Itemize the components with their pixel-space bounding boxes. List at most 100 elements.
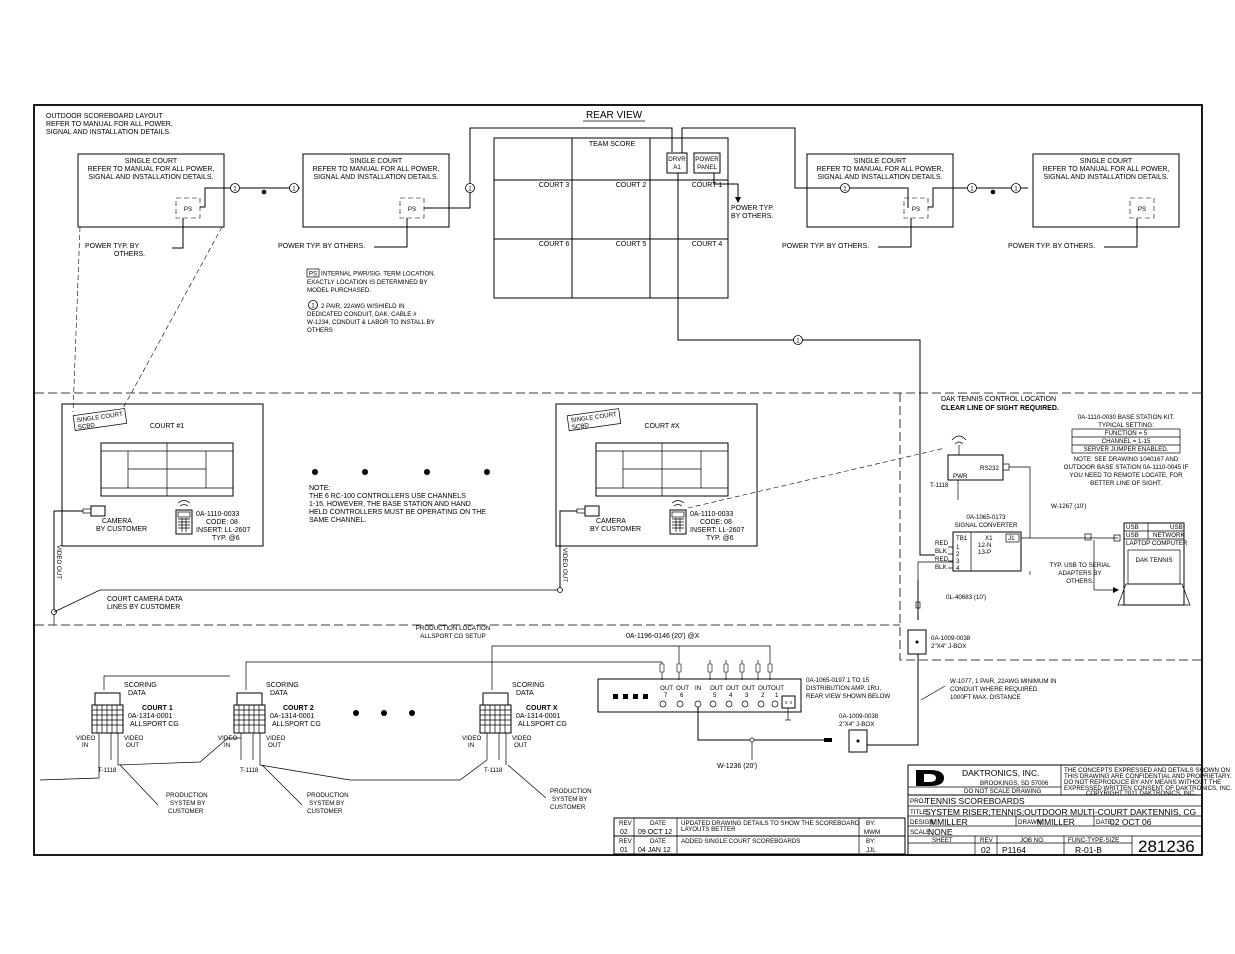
svg-text:USB: USB <box>1126 532 1139 539</box>
svg-text:SYSTEM RISER;TENNIS;OUTDOOR MU: SYSTEM RISER;TENNIS;OUTDOOR MULTI-COURT … <box>925 807 1196 817</box>
svg-text:BY CUSTOMER: BY CUSTOMER <box>590 526 641 533</box>
svg-text:PRODUCTION LOCATION: PRODUCTION LOCATION <box>416 625 490 632</box>
svg-text:IN: IN <box>224 742 230 749</box>
svg-text:USB: USB <box>1170 524 1183 531</box>
cable-tag-1 <box>1011 183 1021 193</box>
svg-text:JOB NO.: JOB NO. <box>1020 837 1045 844</box>
svg-text:CUSTOMER: CUSTOMER <box>307 808 343 815</box>
svg-text:BROOKINGS, SD 57006: BROOKINGS, SD 57006 <box>980 780 1049 787</box>
svg-text:PS: PS <box>912 206 920 213</box>
svg-text:DATE:: DATE: <box>1096 819 1114 826</box>
svg-text:TYP. @6: TYP. @6 <box>706 535 734 542</box>
svg-text:SINGLE COURT: SINGLE COURT <box>854 158 907 165</box>
svg-text:OUT: OUT <box>742 685 755 692</box>
single-court-scoreboard-2: SINGLE COURT REFER TO MANUAL FOR ALL POW… <box>278 153 450 250</box>
svg-text:CUSTOMER: CUSTOMER <box>168 808 204 815</box>
svg-text:BETTER LINE OF SIGHT.: BETTER LINE OF SIGHT. <box>1090 480 1162 487</box>
svg-text:T-1118: T-1118 <box>240 767 259 774</box>
rear-view-label: REAR VIEW <box>586 110 643 121</box>
svg-text:OUTDOOR SCOREBOARD LAYOUT: OUTDOOR SCOREBOARD LAYOUT <box>46 113 164 120</box>
svg-text:VIDEO OUT: VIDEO OUT <box>561 548 568 582</box>
svg-text:REFER TO MANUAL FOR ALL POWER,: REFER TO MANUAL FOR ALL POWER, <box>1043 166 1170 173</box>
svg-text:PRODUCTION: PRODUCTION <box>550 788 592 795</box>
svg-text:1000FT MAX. DISTANCE: 1000FT MAX. DISTANCE <box>950 694 1021 701</box>
svg-text:0A-1110-0033: 0A-1110-0033 <box>690 511 733 518</box>
svg-text:1: 1 <box>468 186 472 193</box>
leader-line <box>72 226 81 413</box>
svg-text:IN: IN <box>82 742 88 749</box>
svg-text:REFER TO MANUAL FOR ALL POWER,: REFER TO MANUAL FOR ALL POWER, <box>313 166 440 173</box>
svg-text:REV: REV <box>980 837 994 844</box>
cable-tag-1 <box>967 183 977 193</box>
svg-text:BY:: BY: <box>866 820 876 827</box>
svg-text:0A-1065-0197 1 TO 15: 0A-1065-0197 1 TO 15 <box>806 677 870 684</box>
distribution-amp <box>597 678 802 713</box>
signal-cable <box>200 187 300 208</box>
svg-text:0A-1196-0146 (20') @X: 0A-1196-0146 (20') @X <box>626 633 700 640</box>
svg-text:PROJ:: PROJ: <box>910 798 929 805</box>
svg-text:POWER TYP.: POWER TYP. <box>731 205 774 212</box>
svg-text:0A-1009-0038: 0A-1009-0038 <box>931 635 971 642</box>
svg-text:REFER TO MANUAL FOR ALL POWER,: REFER TO MANUAL FOR ALL POWER, <box>88 166 215 173</box>
cable-tag-1 <box>465 183 475 193</box>
svg-text:DO NOT REPRODUCE BY ANY MEANS: DO NOT REPRODUCE BY ANY MEANS WITHOUT TH… <box>1064 779 1221 786</box>
svg-text:TENNIS SCOREBOARDS: TENNIS SCOREBOARDS <box>925 796 1025 806</box>
court-1-unit: SINGLE COURT SCBD COURT #1 CAMERA BY CUS… <box>61 403 264 547</box>
rf-line-of-sight <box>687 447 946 509</box>
svg-text:2: 2 <box>761 692 765 699</box>
video-out-line <box>559 510 577 588</box>
svg-text:0A-1110-0033: 0A-1110-0033 <box>196 511 239 518</box>
svg-text:REFER TO MANUAL FOR ALL POWER,: REFER TO MANUAL FOR ALL POWER, <box>817 166 944 173</box>
svg-text:TEAM SCORE: TEAM SCORE <box>589 141 636 148</box>
svg-text:UPDATED DRAWING DETAILS TO SHO: UPDATED DRAWING DETAILS TO SHOW THE SCOR… <box>681 820 860 827</box>
svg-text:0A-1314-0001: 0A-1314-0001 <box>270 713 314 720</box>
svg-text:CAMERA: CAMERA <box>596 518 626 525</box>
svg-text:1: 1 <box>233 186 237 193</box>
svg-text:1: 1 <box>775 692 779 699</box>
leader-line <box>120 226 223 413</box>
svg-text:RED: RED <box>935 556 949 563</box>
svg-text:DATA: DATA <box>516 690 534 697</box>
svg-text:MMILLER: MMILLER <box>1037 817 1075 827</box>
svg-text:COPYRIGHT 2011 DAKTRONICS, INC: COPYRIGHT 2011 DAKTRONICS, INC. <box>1086 790 1196 797</box>
svg-text:SCORING: SCORING <box>124 682 157 689</box>
svg-text:CHANNEL = 1-15: CHANNEL = 1-15 <box>1102 438 1151 445</box>
svg-text:IN: IN <box>468 742 474 749</box>
svg-text:COURT X: COURT X <box>526 705 558 712</box>
svg-text:0A-1314-0001: 0A-1314-0001 <box>516 713 560 720</box>
svg-text:OUT: OUT <box>771 685 784 692</box>
svg-text:7: 7 <box>664 692 668 699</box>
svg-text:P1164: P1164 <box>1002 845 1026 855</box>
control-location-border <box>899 393 1201 661</box>
svg-text:COURT 1: COURT 1 <box>142 705 173 712</box>
svg-text:PANEL: PANEL <box>697 164 717 171</box>
svg-text:SYSTEM BY: SYSTEM BY <box>309 800 344 807</box>
svg-text:POWER TYP. BY OTHERS.: POWER TYP. BY OTHERS. <box>278 243 365 250</box>
svg-text:BY CUSTOMER: BY CUSTOMER <box>96 526 147 533</box>
svg-text:EXACTLY LOCATION IS DETERMINED: EXACTLY LOCATION IS DETERMINED BY <box>307 279 428 286</box>
svg-text:W-1234, CONDUIT & LABOR TO INS: W-1234, CONDUIT & LABOR TO INSTALL BY <box>307 319 435 326</box>
svg-text:REV: REV <box>619 838 633 845</box>
svg-text:HELD CONTROLLERS MUST BE OPERA: HELD CONTROLLERS MUST BE OPERATING ON TH… <box>309 509 486 516</box>
svg-text:0A-1009-0038: 0A-1009-0038 <box>839 713 879 720</box>
svg-text:OUT: OUT <box>660 685 673 692</box>
svg-text:2"X4" J-BOX: 2"X4" J-BOX <box>839 721 874 728</box>
svg-text:DATE: DATE <box>650 838 666 845</box>
svg-text:PWR: PWR <box>953 473 968 480</box>
continuation-dot <box>990 189 996 195</box>
allsport-cg-court-x: SCORING DATA COURT X 0A-1314-0001 ALLSPO… <box>462 682 567 799</box>
svg-text:VIDEO: VIDEO <box>76 735 95 742</box>
svg-text:OUT: OUT <box>676 685 689 692</box>
ps-label: PS <box>184 206 192 213</box>
svg-text:2 PAIR, 22AWG W/SHIELD IN: 2 PAIR, 22AWG W/SHIELD IN <box>321 303 405 310</box>
svg-text:DESIGN:: DESIGN: <box>910 819 936 826</box>
svg-text:PS: PS <box>309 271 317 278</box>
daktronics-logo <box>916 770 944 786</box>
allsport-cg-court-1: SCORING DATA COURT 1 0A-1314-0001 ALLSPO… <box>76 682 179 806</box>
header-note: OUTDOOR SCOREBOARD LAYOUT REFER TO MANUA… <box>46 113 173 136</box>
svg-text:IN: IN <box>695 685 701 692</box>
svg-text:J1: J1 <box>1008 535 1015 542</box>
svg-text:SIGNAL AND INSTALLATION DETAIL: SIGNAL AND INSTALLATION DETAILS. <box>89 174 214 181</box>
svg-text:04 JAN 12: 04 JAN 12 <box>638 847 671 854</box>
cable-tag-1 <box>840 183 850 193</box>
